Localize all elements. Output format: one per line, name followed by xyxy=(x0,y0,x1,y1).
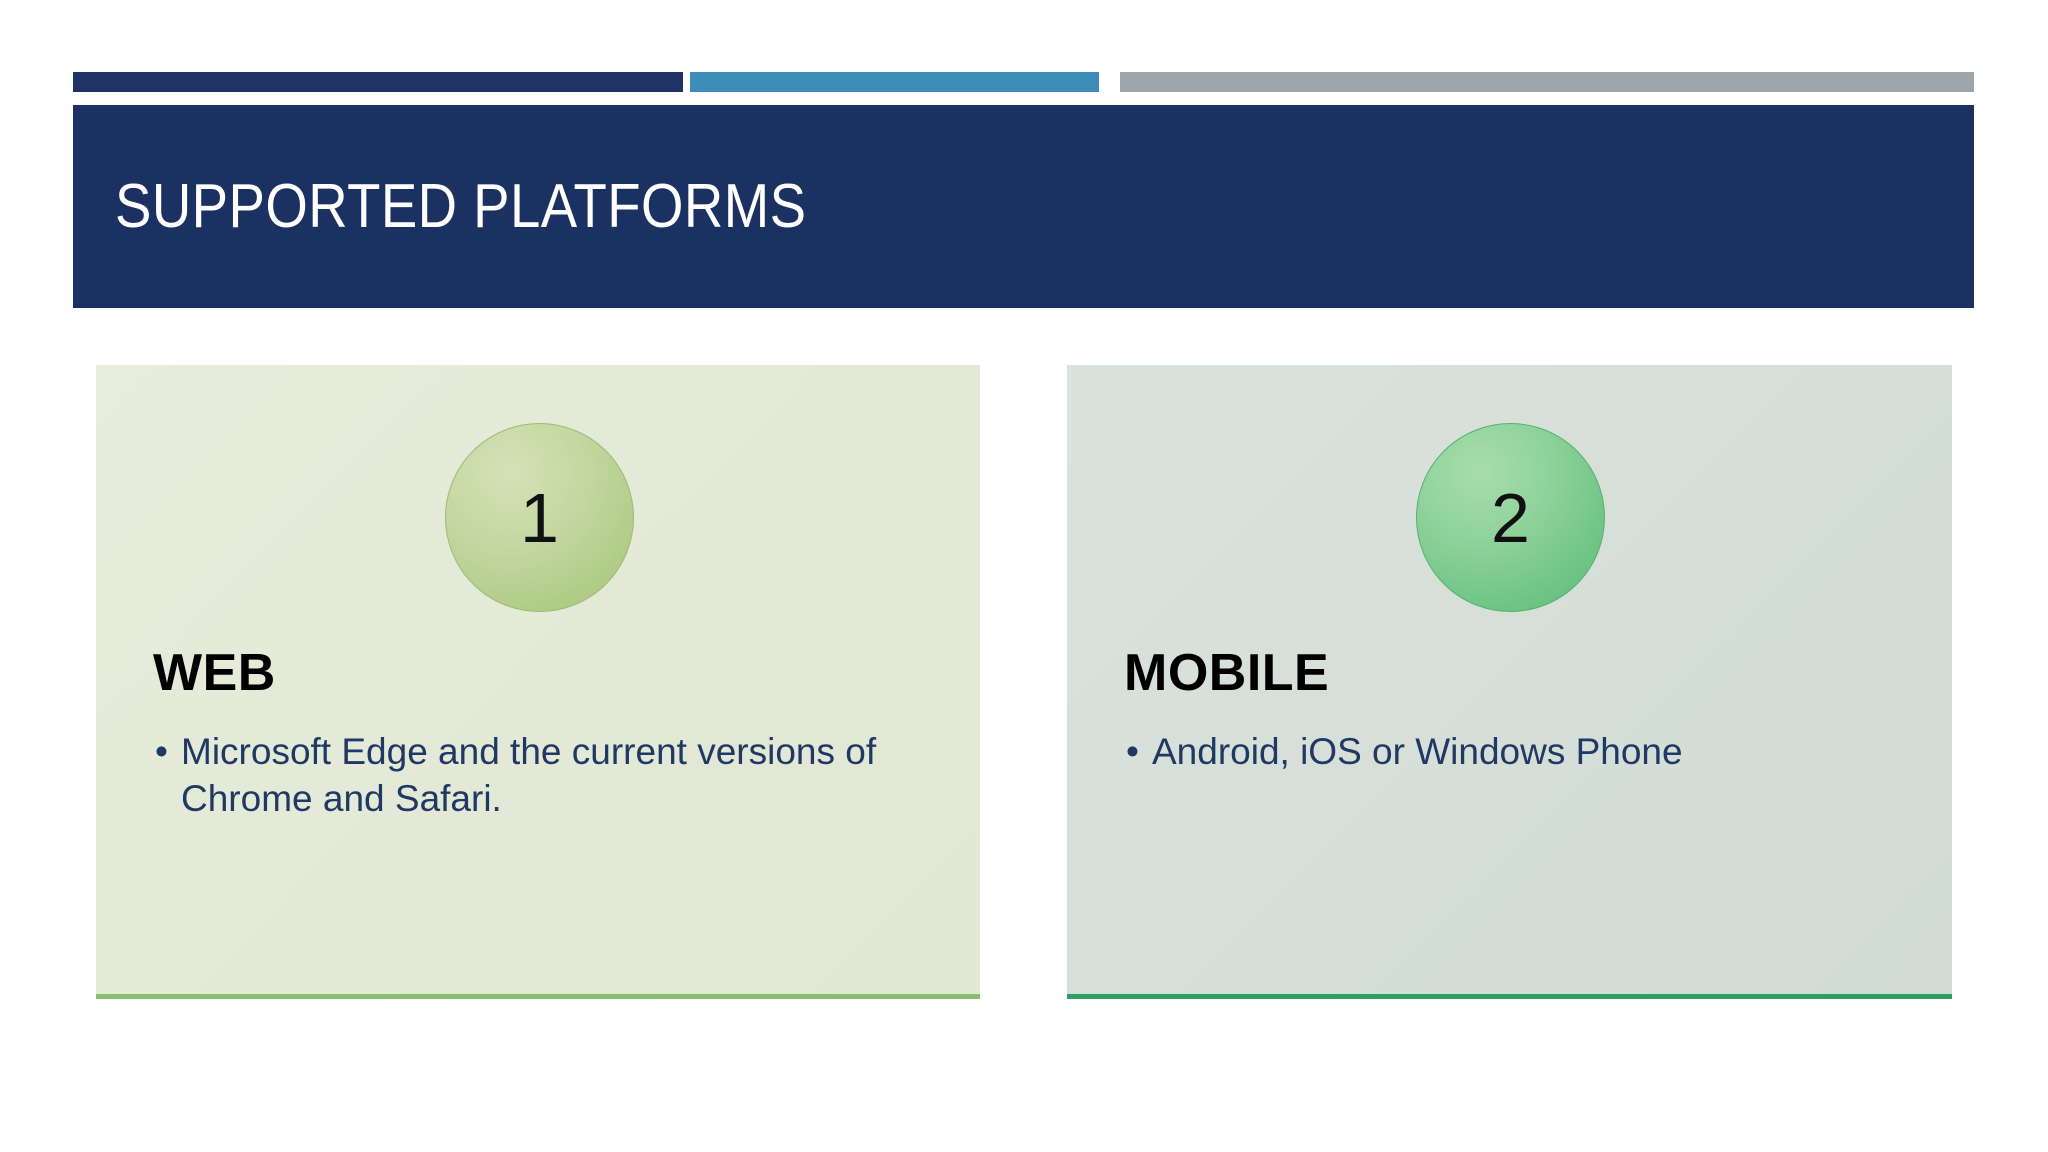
bullet-text: Microsoft Edge and the current versions … xyxy=(181,731,877,820)
list-item: • Android, iOS or Windows Phone xyxy=(1124,728,1914,775)
accent-bar-navy xyxy=(73,72,683,92)
page-title: SUPPORTED PLATFORMS xyxy=(115,172,807,241)
step-number-badge-1: 1 xyxy=(445,423,634,612)
accent-bar-gray xyxy=(1120,72,1974,92)
platform-card-web: 1 WEB • Microsoft Edge and the current v… xyxy=(96,365,980,999)
bullet-dot-icon: • xyxy=(155,731,168,772)
accent-bar-blue xyxy=(690,72,1099,92)
bullet-text: Android, iOS or Windows Phone xyxy=(1152,731,1683,772)
accent-bar-group xyxy=(0,72,2048,92)
title-band: SUPPORTED PLATFORMS xyxy=(73,105,1974,308)
bullet-list-web: • Microsoft Edge and the current version… xyxy=(153,728,943,823)
list-item: • Microsoft Edge and the current version… xyxy=(153,728,943,823)
card-heading-mobile: MOBILE xyxy=(1124,644,1330,702)
step-number-badge-2: 2 xyxy=(1416,423,1605,612)
platform-card-mobile: 2 MOBILE • Android, iOS or Windows Phone xyxy=(1067,365,1952,999)
bullet-dot-icon: • xyxy=(1126,731,1139,772)
bullet-list-mobile: • Android, iOS or Windows Phone xyxy=(1124,728,1914,775)
card-heading-web: WEB xyxy=(153,644,276,702)
